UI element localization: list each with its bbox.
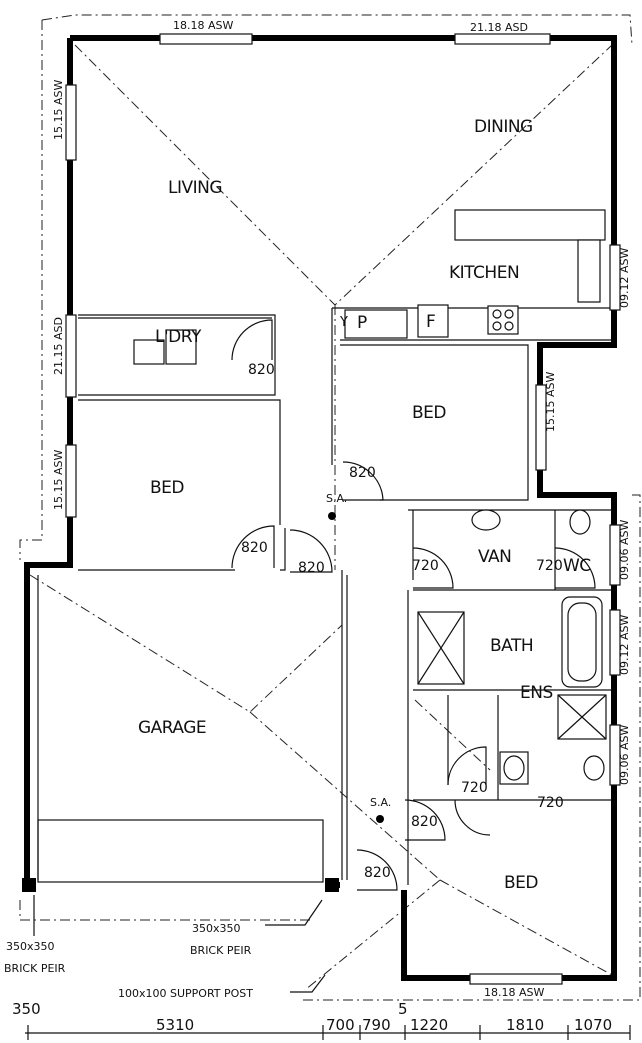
sa-upper: S.A. (326, 492, 347, 505)
brick-peir-center-sub: BRICK PEIR (190, 944, 252, 957)
dim-1810: 1810 (506, 1016, 544, 1034)
leader-lines (33, 895, 326, 993)
window-right-bath: 09.12 ASW (618, 615, 631, 675)
label-bath: BATH (490, 636, 533, 656)
label-bed-bottom: BED (504, 873, 538, 893)
window-left-mid: 21.15 ASD (52, 317, 65, 375)
window-right-bed: 15.15 ASW (544, 372, 557, 432)
label-wc: WC (563, 556, 591, 576)
bottom-dimension-line (25, 1025, 631, 1040)
label-bed-left: BED (150, 478, 184, 498)
sa-lower: S.A. (370, 796, 391, 809)
window-bottom-bed: 18.18 ASW (484, 986, 544, 999)
support-post: 100x100 SUPPORT POST (118, 987, 253, 1000)
label-living: LIVING (168, 178, 222, 198)
window-right-ens: 09.06 ASW (618, 725, 631, 785)
dim-1220: 1220 (410, 1016, 448, 1034)
door-hall-bottom-a: 820 (411, 814, 438, 830)
dim-5310: 5310 (156, 1016, 194, 1034)
window-left-low: 15.15 ASW (52, 450, 65, 510)
window-top-right: 21.18 ASD (470, 21, 528, 34)
door-van: 720 (412, 558, 439, 574)
dim-5: 5 (398, 1000, 408, 1018)
fridge-label: F (426, 312, 435, 332)
pantry-p-label: P (357, 313, 367, 333)
pantry-y-label: Y (339, 315, 348, 330)
window-right-wc: 09.06 ASW (618, 520, 631, 580)
door-hall: 820 (298, 560, 325, 576)
boundary-lines (19, 14, 641, 1001)
brick-peir-left: 350x350 (6, 940, 55, 953)
dim-790: 790 (362, 1016, 391, 1034)
label-kitchen: KITCHEN (449, 263, 519, 283)
brick-peir-left-sub: BRICK PEIR (4, 962, 66, 975)
door-wc: 720 (536, 558, 563, 574)
interior-walls (37, 209, 612, 885)
label-dining: DINING (474, 117, 533, 137)
door-swings (231, 319, 596, 891)
exterior-walls (22, 35, 617, 981)
door-bed-mid: 820 (349, 465, 376, 481)
window-top-left: 18.18 ASW (173, 19, 233, 32)
door-ens-a: 720 (461, 780, 488, 796)
label-ens: ENS (520, 683, 553, 703)
door-laundry: 820 (248, 362, 275, 378)
label-laundry: L'DRY (155, 327, 202, 347)
label-bed-mid: BED (412, 403, 446, 423)
window-right-kitchen: 09.12 ASW (618, 248, 631, 308)
roof-lines (29, 44, 613, 991)
door-ens-b: 720 (537, 795, 564, 811)
window-left-top: 15.15 ASW (52, 80, 65, 140)
dim-350: 350 (12, 1000, 41, 1018)
door-bed-left: 820 (241, 540, 268, 556)
label-garage: GARAGE (138, 718, 206, 738)
label-van: VAN (478, 547, 511, 567)
dim-1070: 1070 (574, 1016, 612, 1034)
fixtures (133, 239, 607, 823)
door-hall-bottom-b: 820 (364, 865, 391, 881)
brick-peir-center: 350x350 (192, 922, 241, 935)
dim-700: 700 (326, 1016, 355, 1034)
windows (65, 33, 621, 985)
